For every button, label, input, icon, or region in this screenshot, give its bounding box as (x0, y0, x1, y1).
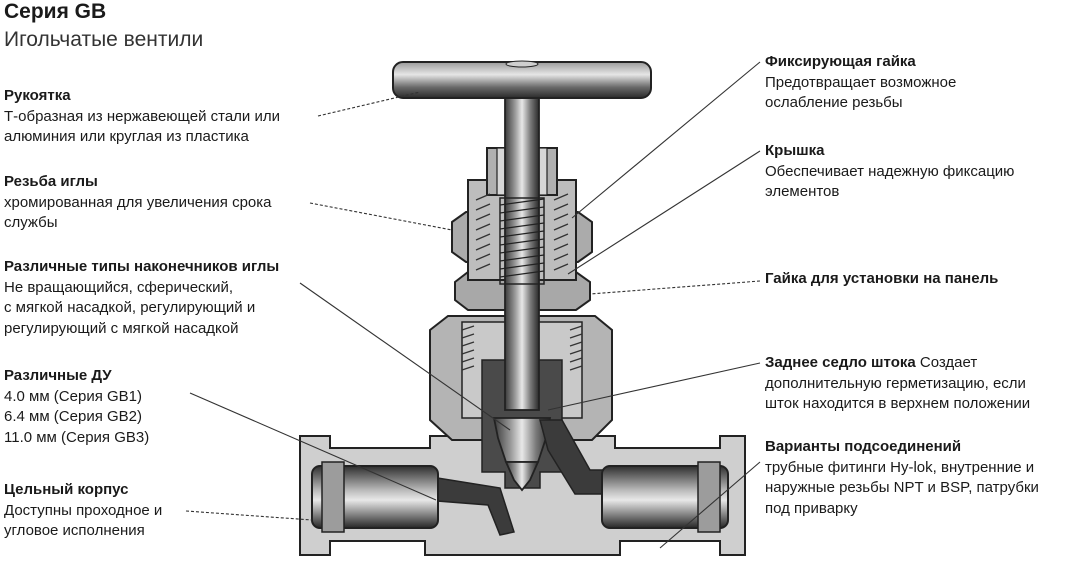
leader-thread (309, 202, 453, 231)
callout-line: Доступны проходное и (4, 501, 163, 519)
callout-line: Не вращающийся, сферический, (4, 278, 234, 296)
callout-line: элементов (765, 183, 840, 200)
leader-backseat (547, 362, 761, 411)
callout-first-line: Заднее седло штока Создает (765, 353, 1030, 374)
leader-body (185, 510, 313, 521)
leader-lines (185, 61, 761, 549)
callout-line: наружные резьбы NPT и BSP, патрубки (765, 479, 1039, 496)
callout-title: Фиксирующая гайка (765, 53, 916, 70)
callout-line: 6.4 мм (Серия GB2) (4, 408, 143, 425)
callout-line: регулирующий с мягкой насадкой (4, 319, 239, 337)
callout-title: Резьба иглы (4, 173, 98, 190)
callout-line: с мягкой насадкой, регулирующий и (4, 299, 256, 316)
leader-tips (299, 282, 511, 431)
callout-line: алюминия или круглая из пластика (4, 128, 249, 145)
callout-line: службы (4, 214, 58, 231)
page-title: Серия GB (4, 0, 107, 23)
callout-line: дополнительную герметизацию, если (765, 374, 1026, 392)
callout-title: Крышка (765, 142, 825, 159)
callout-title: Заднее седло штока (765, 354, 916, 371)
leader-locknut (571, 61, 761, 219)
callout-line: Т-образная из нержавеющей стали или (4, 107, 280, 125)
leader-panelnut (589, 280, 761, 295)
callout-line: под приварку (765, 499, 858, 517)
callout-title: Рукоятка (4, 87, 71, 104)
leader-sizes (189, 392, 437, 501)
callout-title: Гайка для установки на панель (765, 270, 999, 287)
bonnet-threads (461, 325, 583, 371)
callout-line: шток находится в верхнем положении (765, 395, 1031, 412)
right-tube (601, 465, 729, 529)
callout-needle-tips: Различные типы наконечников иглы Не вращ… (4, 257, 279, 339)
callout-back-seat: Заднее седло штока Создает дополнительну… (765, 353, 1030, 415)
callout-sizes: Различные ДУ 4.0 мм (Серия GB1) 6.4 мм (… (4, 366, 149, 448)
callout-line: Обеспечивает надежную фиксацию (765, 162, 1015, 180)
callout-lock-nut: Фиксирующая гайка Предотвращает возможно… (765, 52, 956, 114)
callout-body: Цельный корпус Доступны проходное и угло… (4, 480, 162, 542)
callout-title: Цельный корпус (4, 481, 129, 498)
page-subtitle: Игольчатые вентили (4, 28, 204, 51)
leader-bonnet (567, 150, 761, 275)
leader-connections (659, 461, 761, 549)
callout-bonnet: Крышка Обеспечивает надежную фиксацию эл… (765, 141, 1014, 203)
callout-inline-text: Создает (915, 354, 978, 371)
callout-line: 4.0 мм (Серия GB1) (4, 387, 143, 405)
callout-line: трубные фитинги Hy-lok, внутренние и (765, 458, 1035, 476)
callout-panel-nut: Гайка для установки на панель (765, 269, 998, 290)
callout-handle: Рукоятка Т-образная из нержавеющей стали… (4, 86, 280, 148)
callout-line: хромированная для увеличения срока (4, 193, 272, 211)
sleeve-threads (475, 193, 569, 271)
callout-needle-thread: Резьба иглы хромированная для увеличения… (4, 172, 272, 234)
callout-title: Варианты подсоединений (765, 438, 962, 455)
callout-line: угловое исполнения (4, 522, 145, 539)
callout-title: Различные типы наконечников иглы (4, 258, 280, 275)
leader-handle (317, 91, 421, 117)
callout-line: 11.0 мм (Серия GB3) (4, 428, 150, 446)
callout-title: Различные ДУ (4, 367, 112, 384)
callout-line: ослабление резьбы (765, 94, 903, 111)
callout-line: Предотвращает возможное (765, 73, 957, 91)
stem-threads (499, 198, 545, 278)
callout-connections: Варианты подсоединений трубные фитинги H… (765, 437, 1039, 519)
header: Серия GB Игольчатые вентили (4, 0, 203, 56)
